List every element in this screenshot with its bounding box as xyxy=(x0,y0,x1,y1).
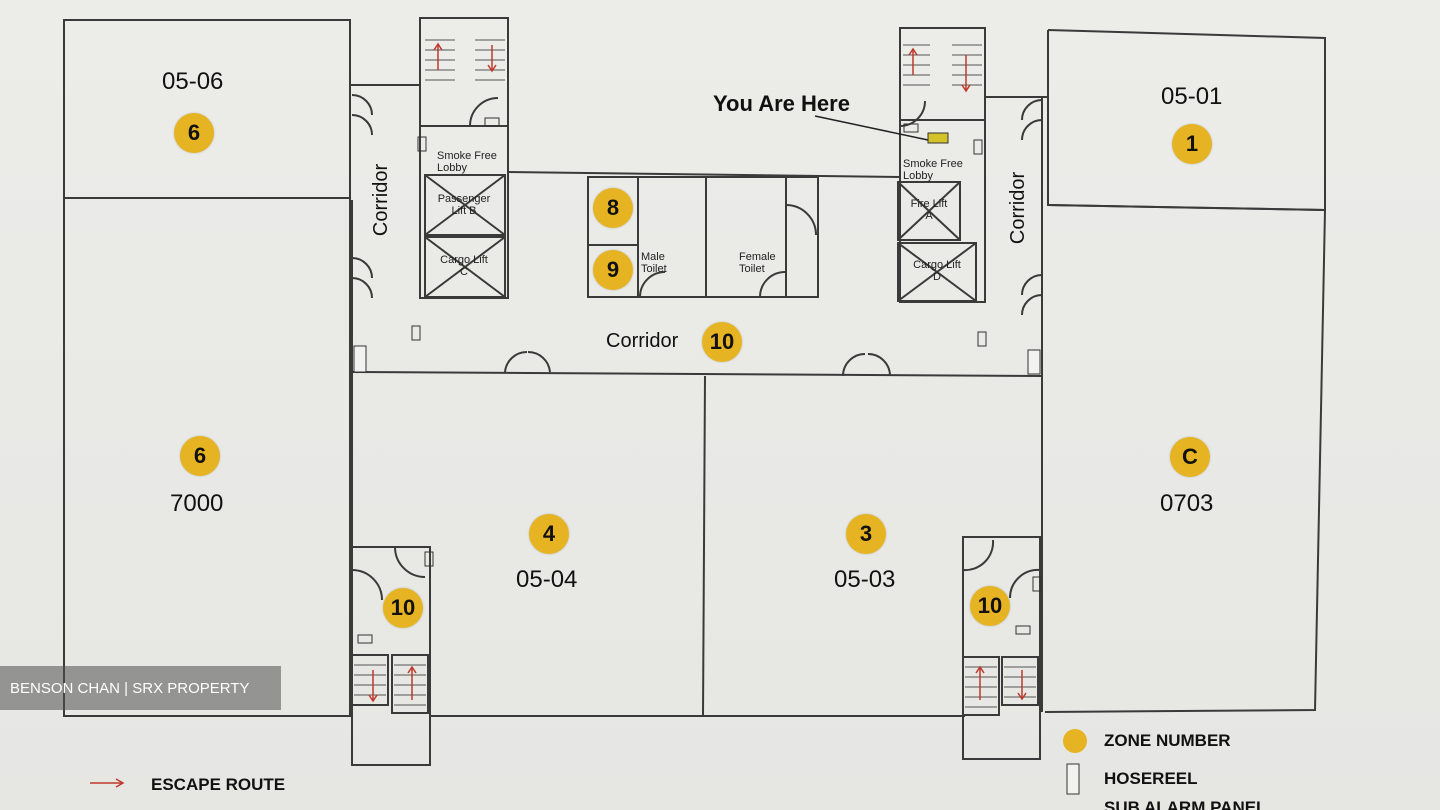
fire-lift-a: Fire Lift A xyxy=(900,198,958,222)
smoke-free-lobby-left: Smoke Free Lobby xyxy=(437,150,497,174)
smoke-free-lobby-left-line2: Lobby xyxy=(437,162,467,174)
fire-lift-line1: Fire Lift xyxy=(910,198,948,210)
legend-zone-dot xyxy=(1063,729,1087,753)
smoke-free-lobby-right-line2: Lobby xyxy=(903,170,933,182)
female-toilet: Female Toilet xyxy=(739,251,776,275)
unit-label-05-04: 05-04 xyxy=(516,566,578,593)
corridor-label-center: Corridor xyxy=(606,330,679,352)
passenger-lift-line1: Passenger xyxy=(437,193,491,205)
escape-route-arrows xyxy=(90,42,1027,788)
male-toilet-line2: Toilet xyxy=(641,263,667,275)
cargo-lift-c: Cargo Lift C xyxy=(432,254,496,278)
alarm-panel-symbols xyxy=(357,117,1042,644)
zone-marker-1: 1 xyxy=(1172,124,1212,164)
cargo-lift-d-line1: Cargo Lift xyxy=(913,259,961,271)
zone-marker-10-left: 10 xyxy=(383,588,423,628)
zone-marker-6: 6 xyxy=(174,113,214,153)
legend-hosereel: HOSEREEL xyxy=(1104,769,1198,788)
fire-lift-line2: A xyxy=(925,210,933,222)
unit-label-05-03: 05-03 xyxy=(834,566,896,593)
male-toilet: Male Toilet xyxy=(641,251,667,275)
zone-marker-8: 8 xyxy=(593,188,633,228)
passenger-lift-b: Passenger Lift B xyxy=(432,193,496,217)
unit-label-05-06: 05-06 xyxy=(162,68,224,95)
male-toilet-line1: Male xyxy=(641,251,665,263)
cargo-lift-c-line1: Cargo Lift xyxy=(440,254,488,266)
zone-marker-4: 4 xyxy=(529,514,569,554)
legend-escape-route: ESCAPE ROUTE xyxy=(151,775,286,794)
zone-marker-3: 3 xyxy=(846,514,886,554)
zone-marker-10-center: 10 xyxy=(702,322,742,362)
passenger-lift-line2: Lift B xyxy=(451,205,477,217)
you-are-here-label: You Are Here xyxy=(713,91,850,116)
legend-zone-number: ZONE NUMBER xyxy=(1104,731,1231,750)
zone-marker-9: 9 xyxy=(593,250,633,290)
unit-05-02-outline xyxy=(1044,204,1327,713)
smoke-free-lobby-left-line1: Smoke Free xyxy=(437,150,497,162)
unit-05-05-outline xyxy=(63,197,351,717)
cargo-lift-d-line2: D xyxy=(933,271,941,283)
smoke-free-lobby-right-line1: Smoke Free xyxy=(903,158,963,170)
watermark-banner: BENSON CHAN | SRX PROPERTY xyxy=(0,666,281,710)
unit-label-05-01: 05-01 xyxy=(1161,83,1223,110)
you-are-here-pointer xyxy=(814,115,929,141)
cargo-lift-d: Cargo Lift D xyxy=(900,259,974,283)
zone-marker-5: 6 xyxy=(180,436,220,476)
corridor-label-right: Corridor xyxy=(1007,171,1030,245)
zone-marker-2: C xyxy=(1170,437,1210,477)
female-toilet-line2: Toilet xyxy=(739,263,765,275)
corridor-label-left: Corridor xyxy=(370,163,393,237)
cargo-lift-c-line2: C xyxy=(460,266,468,278)
zone-marker-10-right: 10 xyxy=(970,586,1010,626)
hosereel-symbols xyxy=(353,345,1080,795)
female-toilet-line1: Female xyxy=(739,251,776,263)
smoke-free-lobby-right: Smoke Free Lobby xyxy=(903,158,963,182)
unit-05-01-outline xyxy=(1047,29,1326,212)
unit-05-06-outline xyxy=(63,19,351,199)
unit-label-05-02: 0703 xyxy=(1160,490,1214,517)
you-are-here-marker xyxy=(927,132,949,144)
legend-sub-alarm-panel: SUB ALARM PANEL xyxy=(1104,798,1267,810)
unit-label-05-05: 7000 xyxy=(170,490,224,517)
